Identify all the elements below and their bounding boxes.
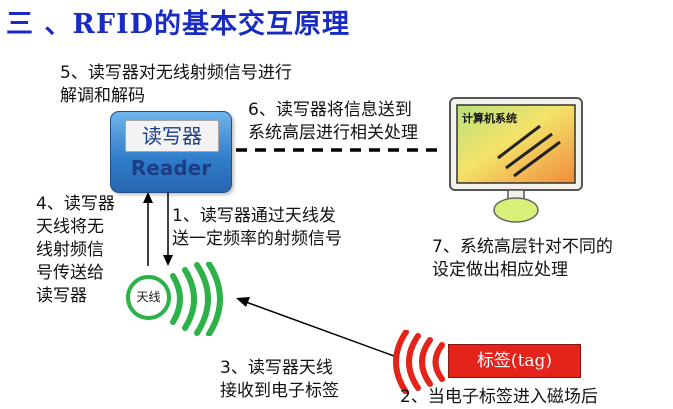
tag-box: 标签(tag) <box>448 344 581 378</box>
step-4-line-4: 号传送给 <box>36 263 104 283</box>
reader-antenna-arrows <box>143 192 173 266</box>
arrow-up-icon <box>143 192 153 203</box>
step-6-line-2: 系统高层进行相关处理 <box>248 123 418 143</box>
reader-label-en: Reader <box>130 156 212 180</box>
reader-device: 读写器 Reader <box>110 111 232 193</box>
dashed-connector <box>236 148 442 152</box>
antenna-circle: 天线 <box>126 275 171 320</box>
step-5-line-2: 解调和解码 <box>60 86 145 106</box>
arrow-down-icon <box>163 255 173 266</box>
step-4-line-3: 线射频信 <box>36 240 104 260</box>
step-6-text: 6、读写器将信息送到 系统高层进行相关处理 <box>248 99 418 145</box>
step-1-line-1: 1、读写器通过天线发 <box>172 206 336 226</box>
page-title: 三 、RFID的基本交互原理 <box>6 9 351 40</box>
step-4-line-1: 4、读写器 <box>36 194 115 214</box>
step-4-line-5: 读写器 <box>36 286 87 306</box>
green-waves-icon <box>170 262 223 336</box>
step-4-text: 4、读写器 天线将无 线射频信 号传送给 读写器 <box>36 193 115 308</box>
reader-label-cn: 读写器 <box>125 120 219 152</box>
computer-label: 计算机系统 <box>462 112 517 125</box>
step-7-line-2: 设定做出相应处理 <box>432 260 568 280</box>
tag-to-antenna-arrow <box>236 297 395 357</box>
step-5-line-1: 5、读写器对无线射频信号进行 <box>60 63 292 83</box>
arrow-head-icon <box>236 297 250 307</box>
step-6-line-1: 6、读写器将信息送到 <box>248 100 412 120</box>
step-7-line-1: 7、系统高层针对不同的 <box>432 237 613 257</box>
step-3-line-1: 3、读写器天线 <box>220 358 333 378</box>
step-2-text: 2、当电子标签进入磁场后 <box>400 387 598 407</box>
step-7-text: 7、系统高层针对不同的 设定做出相应处理 <box>432 236 613 282</box>
step-5-text: 5、读写器对无线射频信号进行 解调和解码 <box>60 62 292 108</box>
step-1-line-2: 送一定频率的射频信号 <box>172 229 342 249</box>
step-1-text: 1、读写器通过天线发 送一定频率的射频信号 <box>172 205 342 251</box>
step-3-text: 3、读写器天线 接收到电子标签 <box>220 357 339 403</box>
red-waves-icon <box>393 330 445 394</box>
computer-monitor-icon <box>449 97 583 223</box>
step-3-line-2: 接收到电子标签 <box>220 381 339 401</box>
step-4-line-2: 天线将无 <box>36 217 104 237</box>
